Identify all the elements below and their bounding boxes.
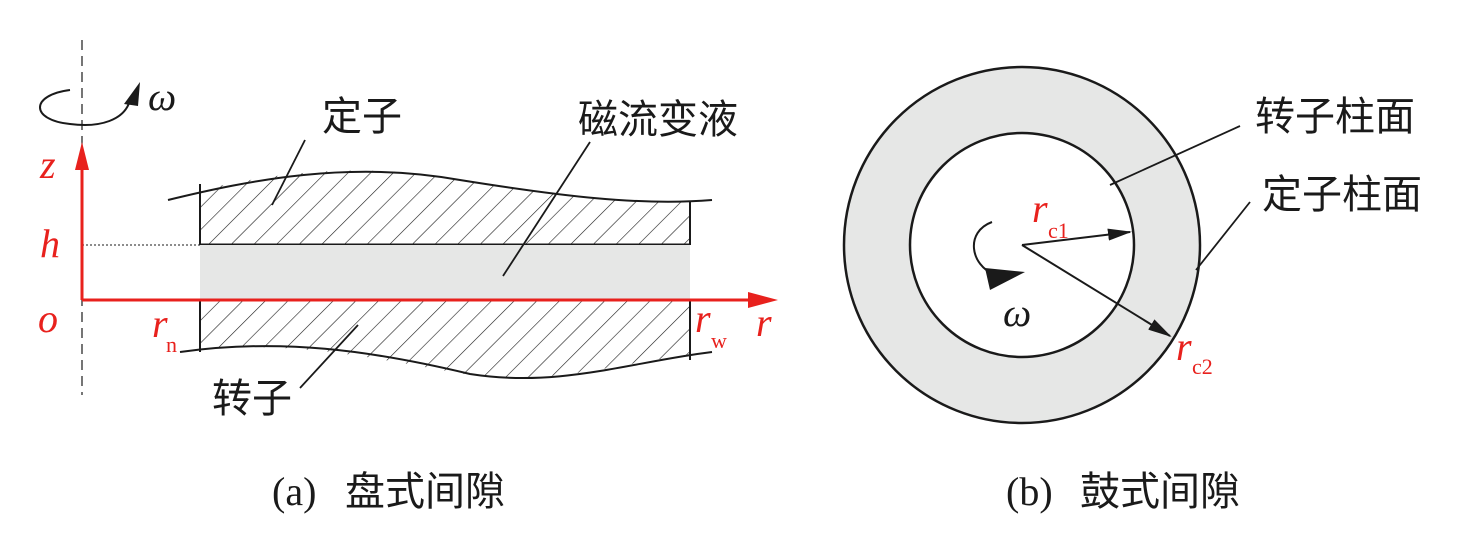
caption-a-id: (a) — [272, 469, 316, 514]
caption-b-id: (b) — [1006, 469, 1053, 514]
caption-b: 鼓式间隙 — [1080, 469, 1240, 515]
rn-subscript: n — [166, 332, 177, 357]
rc1-label: r — [1032, 186, 1048, 231]
panel-b-drum-gap: ω r c1 r c2 转子柱面 定子柱面 (b) 鼓式间隙 — [842, 65, 1422, 515]
rc2-arrow — [1021, 244, 1172, 338]
o-label: o — [38, 296, 58, 341]
rotation-arrowhead-icon — [124, 82, 140, 106]
rotation-arrow-icon — [39, 89, 131, 126]
caption-a: 盘式间隙 — [345, 469, 505, 515]
rotor-surface-label: 转子柱面 — [1255, 94, 1415, 140]
rc1-arrow — [1021, 228, 1132, 246]
rotor-hatched — [200, 300, 690, 378]
rotor-label: 转子 — [212, 376, 292, 422]
stator-hatched — [200, 170, 690, 245]
rc2-label: r — [1176, 324, 1192, 369]
h-label: h — [40, 221, 60, 266]
stator-label: 定子 — [322, 94, 402, 140]
mr-fluid-label: 磁流变液 — [578, 97, 738, 143]
panel-a-disc-gap: ω z h o r r n r w 定子 磁流变液 转子 ( — [38, 40, 778, 515]
rc1-subscript: c1 — [1048, 218, 1069, 243]
rn-label: r — [152, 301, 168, 346]
omega-label: ω — [1003, 290, 1031, 335]
z-axis-arrow-icon — [75, 142, 89, 170]
r-label: r — [756, 300, 772, 345]
stator-surface-label: 定子柱面 — [1262, 172, 1422, 218]
mr-fluid-gap — [200, 245, 690, 300]
rw-subscript: w — [711, 328, 727, 353]
r-axis-arrow-icon — [748, 292, 778, 308]
rc2-subscript: c2 — [1192, 354, 1213, 379]
rotation-arrowhead-icon — [985, 268, 1025, 290]
omega-label: ω — [148, 74, 176, 119]
z-label: z — [39, 142, 56, 187]
rw-label: r — [695, 296, 711, 341]
